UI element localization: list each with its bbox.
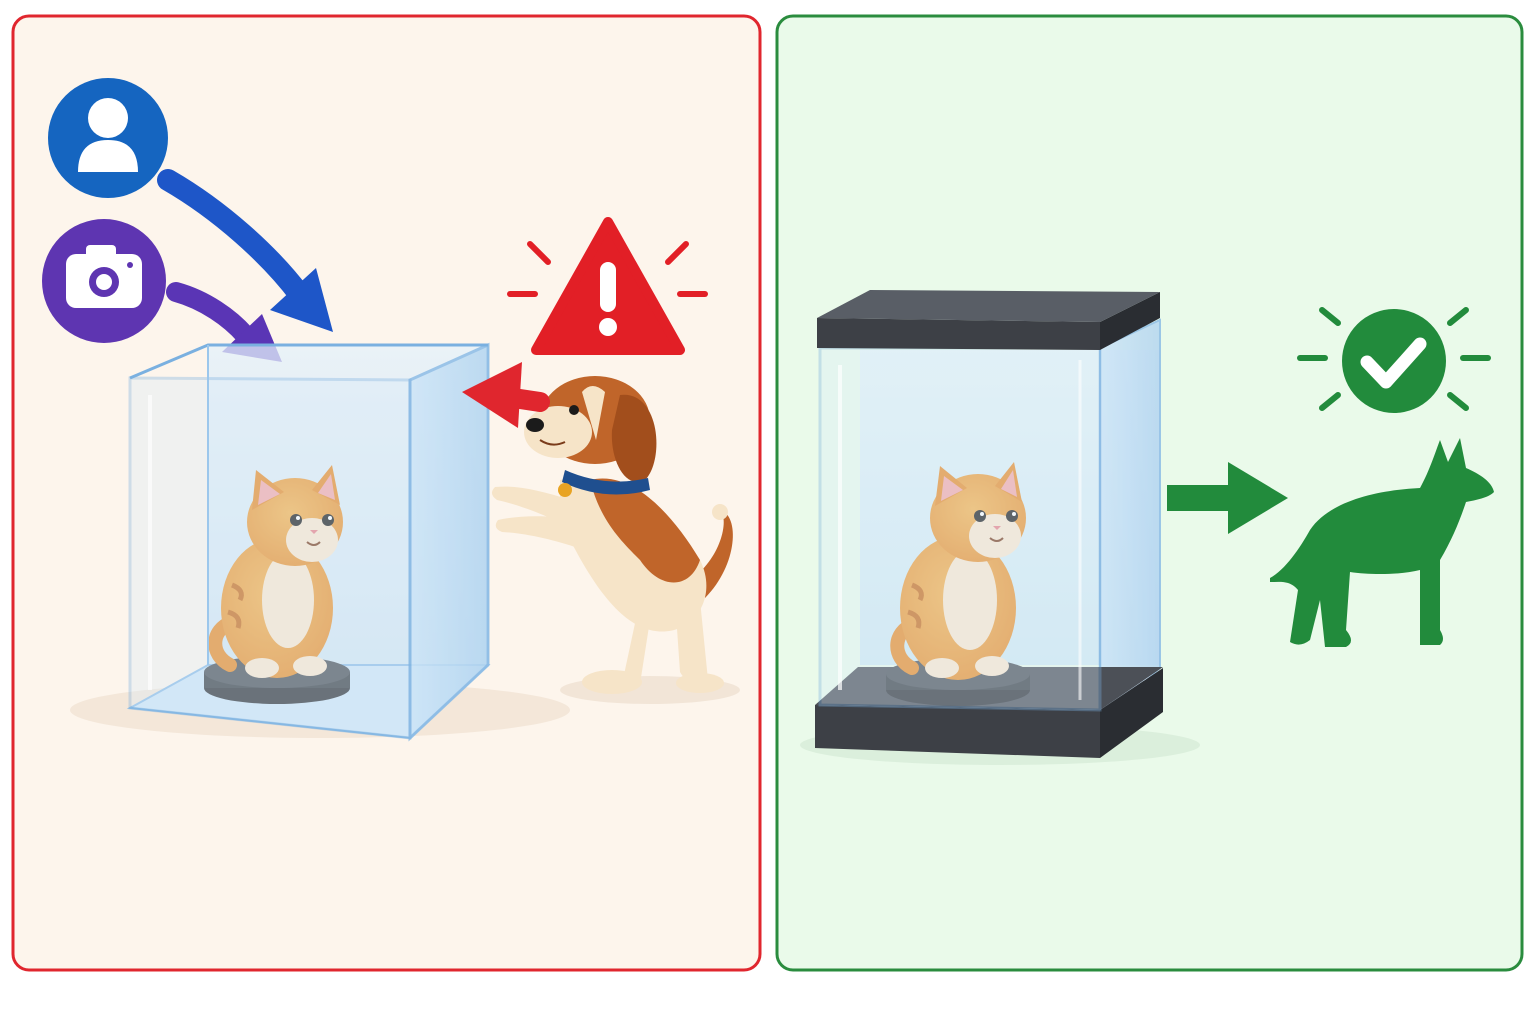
arrow-case-to-dog bbox=[1167, 462, 1288, 534]
check-badge-icon bbox=[1342, 309, 1446, 413]
check-rays-icon bbox=[1297, 307, 1491, 411]
warning-rays-icon bbox=[507, 241, 708, 297]
camera-icon bbox=[42, 219, 166, 343]
dog-silhouette-icon bbox=[1270, 438, 1494, 647]
sealed-glass-case-front bbox=[817, 290, 1160, 712]
beagle-dog bbox=[491, 376, 740, 704]
warning-triangle-icon bbox=[531, 217, 685, 355]
arrow-user-to-box bbox=[157, 169, 333, 332]
user-icon bbox=[48, 78, 168, 198]
open-glass-box-front bbox=[128, 343, 488, 740]
panel-unsafe bbox=[11, 14, 762, 972]
panel-safe bbox=[775, 14, 1524, 972]
cat-figurine-left bbox=[208, 465, 343, 678]
arrow-dog-to-box bbox=[462, 362, 550, 428]
cat-figurine-right bbox=[890, 462, 1026, 680]
